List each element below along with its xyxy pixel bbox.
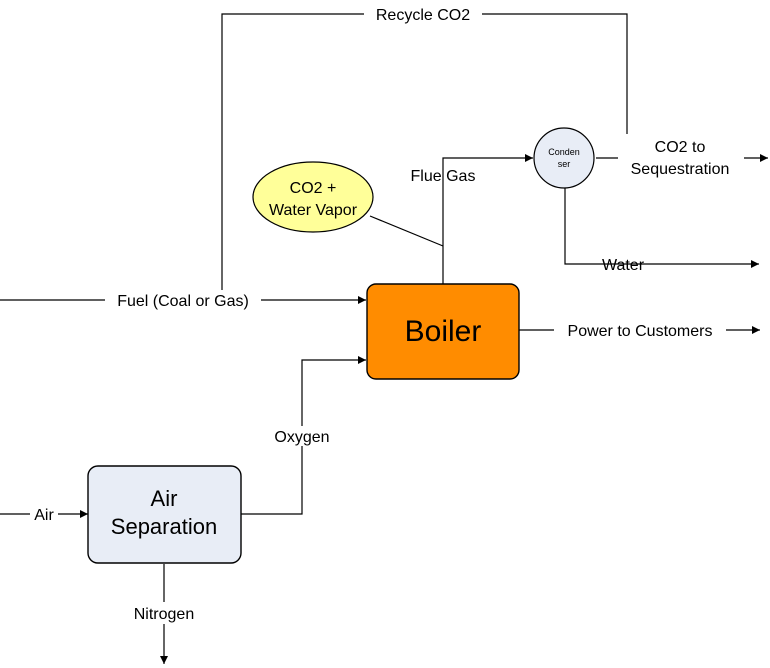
fuel-label: Fuel (Coal or Gas) [117,293,249,310]
oxygen-label-bg [268,426,336,446]
callout-label-line2: Water Vapor [269,202,358,219]
power-label: Power to Customers [568,323,713,340]
boiler-label: Boiler [405,315,482,348]
nitrogen-label: Nitrogen [134,606,194,623]
co2-seq-label-line1: CO2 to [655,139,706,156]
condenser-label-line1: Conden [548,147,580,157]
co2-seq-label-bg [618,134,744,178]
flue-gas-line [442,154,533,284]
air-separation-label-line1: Air [151,486,178,511]
callout-label-line1: CO2 + [290,180,337,197]
power-label-bg [554,320,726,340]
water-line [564,186,759,268]
co2-seq-label-line2: Sequestration [631,161,730,178]
air-label-bg [30,504,58,524]
air-separation-label-line2: Separation [111,514,217,539]
co2-water-vapor-callout [252,161,374,233]
condenser-circle [533,127,595,189]
nitrogen-label-bg [124,602,204,624]
flue-gas-label: Flue Gas [411,168,476,185]
condenser-label-line2: ser [558,159,571,169]
fuel-label-bg [105,290,261,310]
recycle-label-bg [364,4,482,24]
callout-connector [369,215,444,247]
oxygen-label: Oxygen [274,429,329,446]
water-label: Water [602,257,645,274]
air-label: Air [34,507,54,524]
boiler-box [366,283,520,380]
recycle-co2-label: Recycle CO2 [376,7,470,24]
air-separation-box [87,465,242,564]
